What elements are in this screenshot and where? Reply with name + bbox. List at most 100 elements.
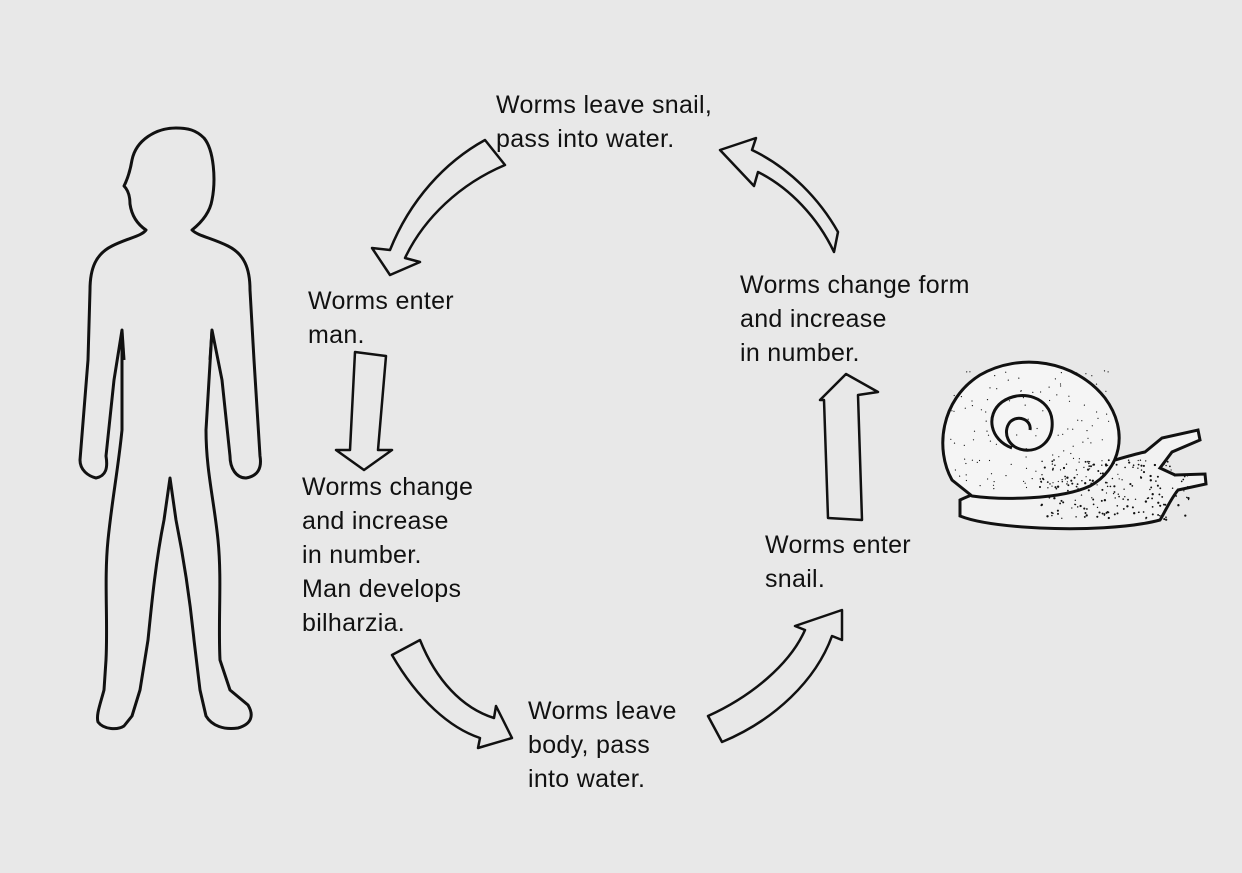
stipple-dot bbox=[1051, 485, 1053, 487]
stipple-dot bbox=[1091, 375, 1093, 377]
stipple-dot bbox=[959, 475, 961, 477]
stipple-dot bbox=[1066, 483, 1068, 485]
stipple-dot bbox=[1064, 475, 1066, 478]
stipple-dot bbox=[1131, 485, 1134, 487]
stipple-dot bbox=[1041, 460, 1043, 463]
stipple-dot bbox=[1163, 518, 1166, 521]
stipple-dot bbox=[1036, 427, 1038, 430]
stipple-dot bbox=[1097, 470, 1100, 472]
stipple-dot bbox=[1089, 468, 1091, 470]
stipple-dot bbox=[1096, 411, 1098, 413]
stipple-dot bbox=[1159, 487, 1162, 490]
stage-line: in number. bbox=[302, 541, 422, 569]
stipple-dot bbox=[1025, 467, 1028, 469]
stipple-dot bbox=[1101, 472, 1104, 475]
stipple-dot bbox=[1066, 476, 1069, 479]
stipple-dot bbox=[1142, 511, 1145, 513]
stipple-dot bbox=[1010, 463, 1012, 465]
stipple-dot bbox=[1035, 470, 1037, 472]
stipple-dot bbox=[965, 474, 967, 476]
stipple-dot bbox=[1163, 463, 1165, 465]
stipple-dot bbox=[1140, 464, 1143, 467]
stipple-dot bbox=[951, 410, 953, 412]
stipple-dot bbox=[1022, 397, 1024, 399]
stipple-dot bbox=[1062, 466, 1066, 470]
stipple-dot bbox=[1183, 475, 1186, 478]
stipple-dot bbox=[1097, 417, 1099, 419]
stipple-dot bbox=[1151, 493, 1154, 496]
stage-line: body, pass bbox=[528, 731, 651, 759]
stipple-dot bbox=[1123, 488, 1125, 490]
stage-line: snail. bbox=[765, 565, 826, 593]
stipple-dot bbox=[1046, 481, 1049, 483]
stipple-dot bbox=[965, 479, 968, 482]
stipple-dot bbox=[1104, 481, 1107, 484]
stipple-dot bbox=[1114, 497, 1116, 499]
stipple-dot bbox=[1005, 371, 1007, 373]
human-silhouette-icon bbox=[78, 126, 262, 731]
stipple-dot bbox=[1113, 460, 1116, 463]
stipple-dot bbox=[1140, 469, 1143, 471]
stage-leave-body: Worms leave body, pass into water. bbox=[528, 694, 677, 796]
stipple-dot bbox=[1074, 503, 1076, 506]
stipple-dot bbox=[1101, 488, 1104, 491]
stipple-dot bbox=[1183, 490, 1185, 492]
stipple-dot bbox=[1090, 442, 1092, 444]
stipple-dot bbox=[1057, 512, 1059, 515]
arrow-to-man bbox=[370, 138, 507, 277]
stipple-dot bbox=[1140, 476, 1143, 479]
stipple-dot bbox=[1075, 469, 1078, 471]
stipple-dot bbox=[1005, 475, 1007, 477]
stipple-dot bbox=[1106, 413, 1108, 415]
stipple-dot bbox=[976, 461, 978, 463]
stipple-dot bbox=[1132, 464, 1135, 467]
stipple-dot bbox=[1083, 466, 1085, 469]
stipple-dot bbox=[1122, 507, 1125, 510]
stipple-dot bbox=[1054, 464, 1056, 467]
stipple-dot bbox=[1056, 509, 1059, 512]
stipple-dot bbox=[1053, 497, 1056, 500]
stipple-dot bbox=[1089, 479, 1091, 482]
stipple-dot bbox=[1100, 499, 1103, 502]
stipple-dot bbox=[1025, 456, 1027, 458]
stipple-dot bbox=[1084, 460, 1087, 463]
stipple-dot bbox=[1089, 465, 1093, 468]
stipple-dot bbox=[1113, 513, 1116, 516]
stipple-dot bbox=[987, 434, 990, 436]
stipple-dot bbox=[1055, 487, 1058, 490]
stipple-dot bbox=[1155, 480, 1157, 482]
stipple-dot bbox=[1109, 485, 1112, 488]
stipple-dot bbox=[1086, 468, 1090, 471]
stipple-dot bbox=[1151, 506, 1154, 508]
stipple-dot bbox=[1067, 489, 1069, 492]
stipple-dot bbox=[1056, 485, 1060, 488]
stipple-dot bbox=[1007, 379, 1009, 381]
stipple-dot bbox=[1131, 506, 1134, 509]
stipple-dot bbox=[1085, 476, 1087, 478]
stipple-dot bbox=[953, 394, 955, 397]
stipple-dot bbox=[1101, 464, 1103, 466]
stipple-dot bbox=[1107, 516, 1110, 520]
stipple-dot bbox=[964, 407, 966, 409]
human-arm-line-right bbox=[208, 329, 214, 361]
stipple-dot bbox=[1049, 483, 1051, 485]
stipple-dot bbox=[1061, 479, 1063, 481]
stipple-dot bbox=[1086, 430, 1088, 432]
stipple-dot bbox=[1145, 460, 1147, 462]
stipple-dot bbox=[1129, 483, 1132, 486]
stipple-dot bbox=[1083, 404, 1085, 406]
stipple-dot bbox=[1095, 383, 1098, 385]
stipple-dot bbox=[1118, 495, 1120, 498]
stipple-dot bbox=[1086, 508, 1088, 510]
stipple-dot bbox=[987, 478, 989, 480]
stipple-dot bbox=[1175, 491, 1178, 493]
stipple-dot bbox=[1020, 390, 1022, 392]
stipple-dot bbox=[1151, 497, 1154, 500]
stipple-dot bbox=[1099, 472, 1102, 475]
stipple-dot bbox=[1081, 420, 1083, 422]
stipple-dot bbox=[1085, 514, 1088, 517]
stipple-dot bbox=[1139, 459, 1142, 461]
stipple-dot bbox=[964, 458, 966, 460]
stipple-dot bbox=[1038, 485, 1042, 489]
